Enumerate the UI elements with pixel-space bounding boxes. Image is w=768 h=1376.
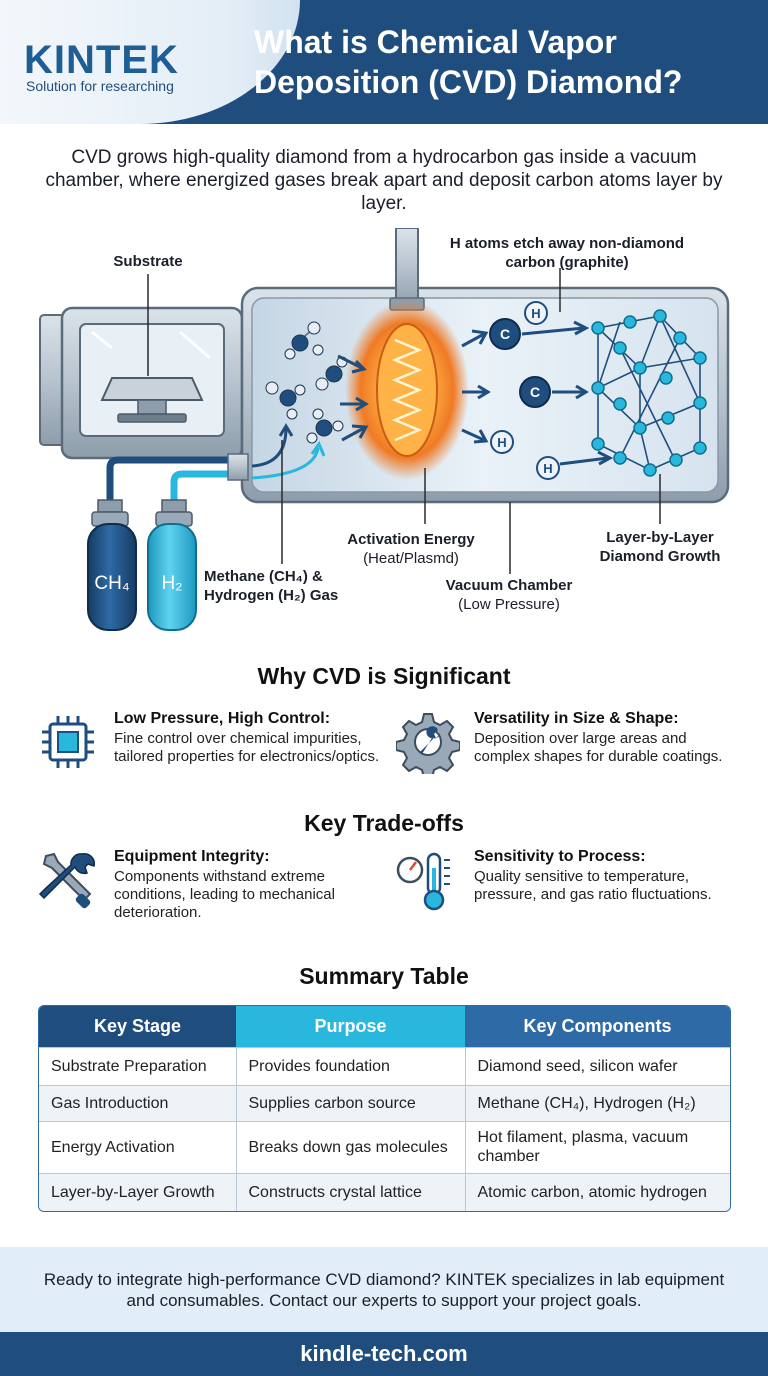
substrate-chamber <box>39 274 244 460</box>
column-header-purpose: Purpose <box>236 1006 465 1047</box>
methane-tank: CH₄ <box>87 499 137 631</box>
vacuum-chamber-label: Vacuum Chamber (Low Pressure) <box>428 576 590 614</box>
hydrogen-atom: H <box>524 301 548 325</box>
microchip-icon <box>42 716 94 768</box>
table-header-row: Key Stage Purpose Key Components <box>39 1006 730 1047</box>
table-cell: Methane (CH₄), Hydrogen (H₂) <box>465 1084 730 1121</box>
header: KINTEK Solution for researching What is … <box>0 0 768 124</box>
table-cell: Diamond seed, silicon wafer <box>465 1046 730 1085</box>
feature-heading: Equipment Integrity: <box>114 848 270 865</box>
column-header-key-components: Key Components <box>465 1006 730 1047</box>
tools-icon <box>38 852 96 909</box>
cvd-chamber-illustration: C C H H H <box>39 227 730 631</box>
page-title: What is Chemical Vapor Deposition (CVD) … <box>254 24 683 100</box>
lattice-nodes <box>591 309 707 477</box>
feature-process-sensitivity: Sensitivity to Process: Quality sensitiv… <box>396 848 746 912</box>
carbon-atom: C <box>519 376 551 408</box>
column-header-key-stage: Key Stage <box>39 1006 236 1047</box>
gas-molecules <box>265 321 348 444</box>
gas-feed-pipes <box>106 423 326 506</box>
table-cell: Atomic carbon, atomic hydrogen <box>465 1172 730 1211</box>
activation-energy-subtitle: (Heat/Plasmd) <box>363 550 459 567</box>
call-to-action-text: Ready to integrate high-performance CVD … <box>43 1270 725 1310</box>
table-cell: Constructs crystal lattice <box>236 1172 466 1211</box>
activation-energy-filament <box>345 300 469 480</box>
table-cell: Hot filament, plasma, vacuum chamber <box>465 1120 730 1173</box>
footer: kindle-tech.com <box>0 1332 768 1376</box>
feature-equipment-integrity: Equipment Integrity: Components withstan… <box>36 848 386 922</box>
thermometer-gauge-icon <box>396 852 450 911</box>
table-cell: Energy Activation <box>39 1120 237 1173</box>
gas-label-line1: Methane (CH₄) & <box>204 568 323 585</box>
table-cell: Gas Introduction <box>39 1084 237 1121</box>
activation-energy-title: Activation Energy <box>347 531 475 548</box>
gear-wrench-icon <box>396 713 460 774</box>
kintek-logo[interactable]: KINTEK <box>24 38 179 82</box>
svg-text:H: H <box>531 306 540 321</box>
table-row: Energy Activation Breaks down gas molecu… <box>39 1120 730 1173</box>
table-cell: Supplies carbon source <box>236 1084 466 1121</box>
feature-low-pressure: Low Pressure, High Control: Fine control… <box>36 710 392 774</box>
feature-heading: Versatility in Size & Shape: <box>474 710 679 727</box>
cvd-process-diagram: C C H H H <box>0 227 768 643</box>
diamond-growth-label: Layer-by-Layer Diamond Growth <box>599 529 721 565</box>
svg-text:C: C <box>530 384 540 400</box>
substrate-label: Substrate <box>113 253 183 270</box>
tradeoffs-title: Key Trade-offs <box>304 810 464 836</box>
feature-body: Components withstand extreme conditions,… <box>114 868 335 921</box>
activation-energy-label: Activation Energy (Heat/Plasmd) <box>328 530 494 568</box>
summary-title: Summary Table <box>299 963 469 989</box>
call-to-action-banner: Ready to integrate high-performance CVD … <box>0 1247 768 1332</box>
feature-heading: Low Pressure, High Control: <box>114 710 331 727</box>
hydrogen-tank: H₂ <box>147 499 197 631</box>
intro-text: CVD grows high-quality diamond from a hy… <box>45 147 723 214</box>
vacuum-chamber-title: Vacuum Chamber <box>445 577 573 594</box>
table-cell: Breaks down gas molecules <box>236 1120 466 1173</box>
svg-text:C: C <box>500 326 510 342</box>
h-etch-label: H atoms etch away non-diamond carbon (gr… <box>449 235 685 271</box>
table-row: Gas Introduction Supplies carbon source … <box>39 1084 730 1121</box>
gas-label-line2: Hydrogen (H₂) Gas <box>204 587 339 604</box>
feature-body: Fine control over chemical impurities, t… <box>114 730 380 765</box>
summary-table: Key Stage Purpose Key Components Substra… <box>38 1005 731 1212</box>
svg-text:H: H <box>543 461 552 476</box>
gas-label: Methane (CH₄) & Hydrogen (H₂) Gas <box>204 567 364 605</box>
logo-tagline: Solution for researching <box>26 78 174 94</box>
website-link[interactable]: kindle-tech.com <box>300 1341 468 1366</box>
feature-versatility: Versatility in Size & Shape: Deposition … <box>396 710 746 774</box>
svg-text:CH₄: CH₄ <box>94 573 129 594</box>
table-row: Layer-by-Layer Growth Constructs crystal… <box>39 1172 730 1211</box>
hydrogen-atom: H <box>490 430 514 454</box>
table-cell: Layer-by-Layer Growth <box>39 1172 237 1211</box>
logo-panel: KINTEK Solution for researching <box>0 0 300 124</box>
table-row: Substrate Preparation Provides foundatio… <box>39 1046 730 1085</box>
table-cell: Substrate Preparation <box>39 1046 237 1085</box>
significance-title: Why CVD is Significant <box>257 663 511 689</box>
table-cell: Provides foundation <box>236 1046 466 1085</box>
hydrogen-atom: H <box>536 456 560 480</box>
feature-body: Deposition over large areas and complex … <box>474 730 723 765</box>
flow-arrows <box>337 320 614 466</box>
feature-heading: Sensitivity to Process: <box>474 848 646 865</box>
carbon-atom: C <box>489 318 521 350</box>
vacuum-chamber-subtitle: (Low Pressure) <box>458 596 560 613</box>
svg-text:H: H <box>497 435 506 450</box>
svg-text:H₂: H₂ <box>161 573 182 594</box>
feature-body: Quality sensitive to temperature, pressu… <box>474 868 712 903</box>
